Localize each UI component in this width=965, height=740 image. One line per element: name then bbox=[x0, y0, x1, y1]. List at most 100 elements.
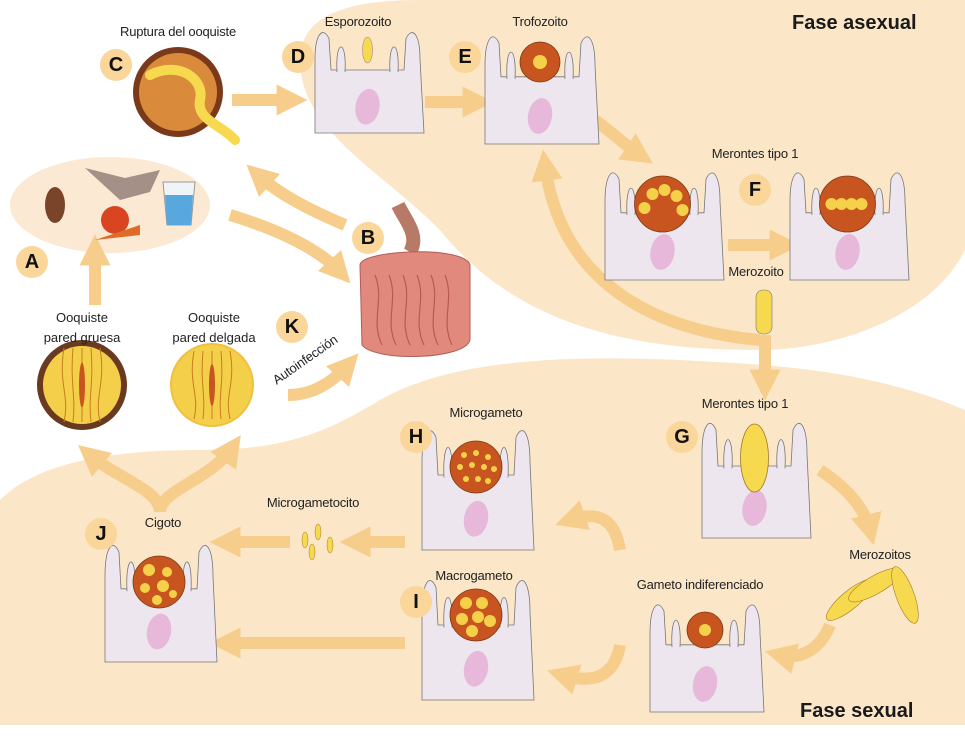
cell-esporozoito bbox=[314, 32, 425, 134]
type1-meront-sexual bbox=[740, 423, 769, 493]
small-intestine-loop bbox=[388, 274, 397, 346]
parasite-granule bbox=[157, 580, 169, 592]
parasite-granule bbox=[140, 583, 150, 593]
step-marker-k: K bbox=[276, 311, 308, 343]
parasite-granule bbox=[699, 624, 711, 636]
parasite-granule bbox=[658, 184, 671, 196]
cell-meronte-f1 bbox=[604, 172, 725, 281]
sporozoite-outline bbox=[61, 347, 67, 423]
tomato-icon bbox=[101, 206, 129, 234]
small-intestine-loop bbox=[374, 274, 383, 346]
cell-nucleus bbox=[835, 234, 860, 270]
parasite-granule bbox=[670, 190, 683, 202]
parasite-granule bbox=[638, 202, 651, 214]
small-intestine-loop bbox=[444, 274, 453, 346]
microvillus bbox=[689, 187, 699, 216]
step-marker-h: H bbox=[400, 421, 432, 453]
parasite-granule bbox=[460, 597, 472, 609]
arrow-b-to-c bbox=[246, 164, 348, 231]
parasite-granule bbox=[533, 55, 547, 69]
label-ruptura: Ruptura del ooquiste bbox=[120, 24, 236, 39]
sporozoite-outline bbox=[219, 350, 223, 420]
microvillus bbox=[776, 439, 786, 469]
label-ooquiste-delgada-l1: Ooquiste bbox=[187, 310, 241, 325]
step-marker-g: G bbox=[666, 421, 698, 453]
parasite-granule bbox=[855, 198, 868, 210]
label-gameto-indiferenciado: Gameto indiferenciado bbox=[636, 577, 764, 592]
parasite-granule bbox=[472, 611, 484, 623]
label-ooquiste-gruesa-l2: pared gruesa bbox=[43, 330, 121, 345]
cell-nucleus bbox=[650, 234, 675, 270]
parasite-granule bbox=[475, 476, 481, 482]
cell-nucleus bbox=[527, 98, 553, 134]
epithelial-cell-body bbox=[484, 36, 600, 145]
microgametocyte bbox=[308, 543, 316, 561]
microvillus bbox=[336, 46, 346, 73]
cell-nucleus bbox=[463, 650, 489, 687]
label-merontes-g: Merontes tipo 1 bbox=[701, 396, 789, 411]
carrot-icon bbox=[95, 225, 140, 240]
parasite-granule bbox=[491, 466, 497, 472]
step-marker-c: C bbox=[100, 49, 132, 81]
handshake-icon bbox=[85, 168, 160, 200]
microvillus bbox=[564, 51, 574, 80]
parasite-granule bbox=[485, 478, 491, 484]
transmission-sources-region bbox=[10, 157, 210, 253]
parasite-granule bbox=[484, 615, 496, 627]
label-ooquiste-gruesa-l1: Ooquiste bbox=[55, 310, 109, 325]
microvillus bbox=[389, 46, 399, 73]
microgametocyte bbox=[301, 531, 309, 549]
cell-trofozoito bbox=[484, 36, 600, 145]
step-marker-a: A bbox=[16, 246, 48, 278]
parasite-granule bbox=[469, 462, 475, 468]
arrow-recycle-to-e bbox=[531, 149, 761, 346]
cell-nucleus bbox=[355, 88, 380, 125]
step-marker-b: B bbox=[352, 222, 384, 254]
arrow-g-to-merozoitos bbox=[816, 465, 882, 546]
sporozoite-outline bbox=[191, 350, 197, 420]
parasite-granule bbox=[481, 464, 487, 470]
microvillus bbox=[506, 51, 516, 80]
residual-body bbox=[209, 364, 215, 406]
cell-meronte-g bbox=[701, 423, 812, 539]
parasite-granule bbox=[466, 625, 478, 637]
cell-microgameto bbox=[421, 430, 535, 551]
label-ooquiste-gruesa: Ooquiste pared gruesa bbox=[44, 308, 121, 348]
arrow-a-to-b bbox=[228, 209, 351, 284]
arrow-gameto-to-i bbox=[547, 643, 626, 695]
transmission-sources bbox=[45, 168, 196, 240]
parasite-granule bbox=[845, 198, 858, 210]
microgametocyte bbox=[314, 523, 322, 541]
small-intestine-loop bbox=[402, 274, 411, 346]
parasite-granule bbox=[456, 613, 468, 625]
arrow-autoinfection-to-b bbox=[287, 353, 359, 401]
microvillus bbox=[874, 187, 884, 216]
label-merontes-f: Merontes tipo 1 bbox=[711, 146, 799, 161]
cell-cigoto bbox=[104, 545, 218, 663]
microvillus bbox=[729, 619, 739, 648]
ruptured-oocyst bbox=[133, 47, 240, 145]
cell-nucleus bbox=[742, 490, 767, 526]
cell-gameto-indiferenciado bbox=[649, 604, 765, 713]
released-sporozoite bbox=[145, 64, 240, 145]
epithelial-cell-body bbox=[314, 32, 425, 134]
residual-body bbox=[79, 362, 85, 408]
parasite-granule bbox=[825, 198, 838, 210]
stomach bbox=[391, 201, 421, 256]
cell-nucleus bbox=[146, 613, 172, 650]
parasite-granule bbox=[473, 450, 479, 456]
arrow-e-to-f bbox=[591, 115, 653, 164]
step-marker-j: J bbox=[85, 518, 117, 550]
parasite-granule bbox=[152, 595, 162, 605]
parasite-granule bbox=[485, 454, 491, 460]
small-intestine-loop bbox=[416, 274, 425, 346]
colon bbox=[359, 251, 471, 357]
cell-meronte-f2 bbox=[789, 172, 910, 281]
cell-macrogameto bbox=[421, 580, 535, 701]
label-microgameto: Microgameto bbox=[449, 405, 523, 420]
sexual-phase-title: Fase sexual bbox=[800, 700, 914, 722]
sporozoite-outline bbox=[71, 347, 75, 423]
intestine-icon bbox=[359, 201, 471, 357]
